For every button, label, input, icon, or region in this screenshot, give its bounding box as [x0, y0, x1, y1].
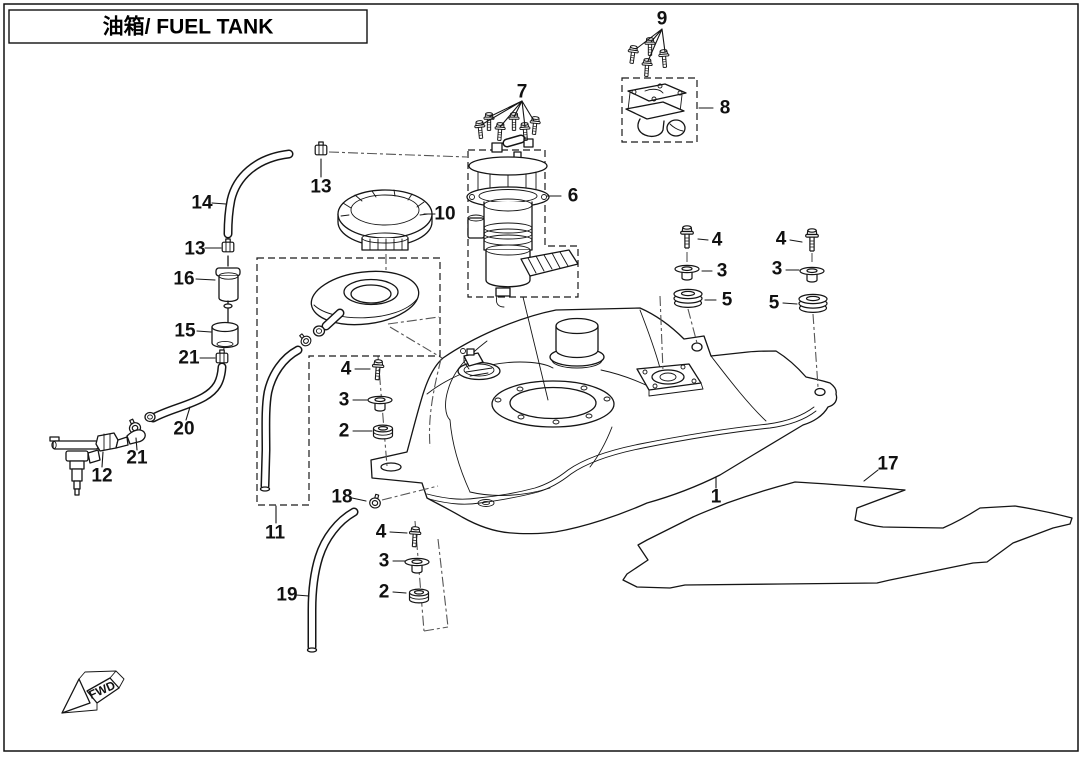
pump-bolts-7 — [473, 112, 542, 142]
callout-4: 4 — [341, 359, 352, 380]
sleeve-15 — [211, 321, 239, 354]
callout-4: 4 — [776, 229, 787, 250]
grommet-bead — [144, 411, 156, 423]
tank-filler-neck — [549, 317, 605, 369]
heat-shield-17 — [622, 481, 1073, 589]
tank-pump-ring — [491, 380, 615, 428]
fuel-sender-unit — [457, 348, 501, 381]
clamp-18 — [368, 492, 383, 510]
callout-5: 5 — [769, 293, 780, 314]
callout-17: 17 — [877, 454, 898, 475]
callout-layer: 9876131410131615214322021121118432194354… — [91, 9, 898, 606]
callout-21: 21 — [126, 448, 148, 469]
callout-7: 7 — [517, 82, 528, 103]
mount-stack-mid-lower — [404, 525, 430, 604]
callout-4: 4 — [376, 522, 387, 543]
callout-18: 18 — [331, 487, 352, 508]
callout-9: 9 — [657, 9, 668, 30]
callout-1: 1 — [711, 487, 722, 508]
alignment-lines — [328, 151, 819, 632]
callout-6: 6 — [568, 186, 579, 207]
title-box: 油箱/ FUEL TANK — [8, 9, 368, 44]
fuel-filter-16 — [215, 255, 241, 323]
valve-box-8 — [621, 77, 698, 143]
hose-20 — [148, 362, 227, 423]
breather-hose-11 — [259, 345, 303, 492]
fuel-tank-1 — [370, 307, 838, 535]
hose-19 — [306, 507, 359, 653]
clamp-13-lower — [221, 238, 235, 253]
injector-12 — [49, 429, 146, 496]
pump-strainer — [520, 249, 579, 277]
callout-3: 3 — [772, 259, 783, 280]
filler-spout — [312, 308, 345, 337]
clamp-in-box-11 — [296, 331, 314, 349]
callout-2: 2 — [379, 582, 390, 603]
mount-stack-mid-upper — [367, 358, 394, 440]
hose-14 — [223, 149, 294, 239]
callout-5: 5 — [722, 290, 733, 311]
callout-20: 20 — [173, 419, 194, 440]
mount-stack-right-a — [673, 225, 703, 308]
callout-4: 4 — [712, 230, 723, 251]
leader-lines — [101, 28, 879, 597]
fuel-cap-10 — [337, 189, 433, 251]
fwd-arrow: FWD — [61, 670, 125, 714]
filler-ring-box-11 — [256, 257, 441, 506]
callout-13: 13 — [184, 239, 205, 260]
page-title: 油箱/ FUEL TANK — [103, 15, 274, 39]
callout-3: 3 — [717, 261, 728, 282]
callout-15: 15 — [174, 321, 196, 342]
clamp-13-upper — [314, 141, 328, 156]
callout-10: 10 — [434, 204, 455, 225]
callout-11: 11 — [265, 523, 286, 544]
tank-valve-flange — [636, 363, 704, 397]
callout-3: 3 — [379, 551, 390, 572]
pump-box-6 — [467, 149, 579, 298]
callout-3: 3 — [339, 390, 350, 411]
page-border — [3, 3, 1079, 752]
fuel-pump-assembly — [466, 134, 579, 308]
callout-14: 14 — [191, 193, 213, 214]
callout-19: 19 — [276, 585, 297, 606]
callout-2: 2 — [339, 421, 350, 442]
callout-12: 12 — [91, 466, 112, 487]
callout-8: 8 — [720, 98, 731, 119]
callout-16: 16 — [173, 269, 194, 290]
callout-13: 13 — [310, 177, 331, 198]
clamp-21-upper — [215, 349, 229, 364]
mount-stack-right-b — [798, 228, 828, 313]
callout-21: 21 — [178, 348, 200, 369]
